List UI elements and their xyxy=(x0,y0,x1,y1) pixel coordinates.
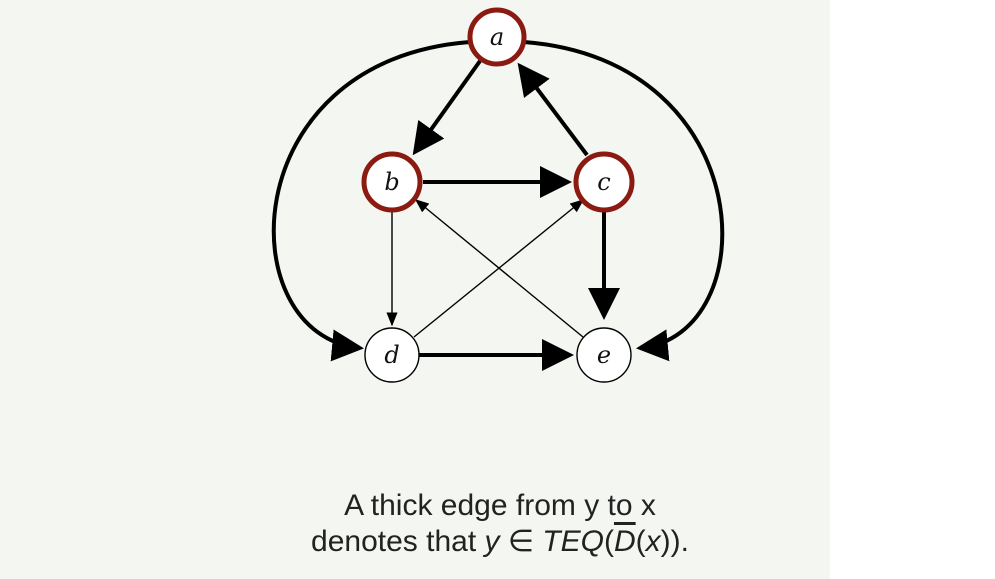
slide-background xyxy=(0,0,830,579)
caption-prefix: denotes that xyxy=(311,525,485,558)
caption-d-bar: D xyxy=(613,525,636,558)
edge-a-to-e xyxy=(523,40,725,362)
caption-paren-x-open: ( xyxy=(635,525,646,558)
caption: A thick edge from y to x denotes that y … xyxy=(0,488,995,560)
node-d-label: d xyxy=(384,341,399,369)
node-c: c xyxy=(573,151,635,213)
node-a: a xyxy=(467,7,527,67)
node-d: d xyxy=(364,327,420,383)
caption-line-2: denotes that y ∈ TEQ(D(x)). xyxy=(0,524,995,560)
node-b: b xyxy=(361,151,423,213)
edge-a-to-b xyxy=(412,59,482,156)
node-e-label: e xyxy=(597,341,611,369)
caption-teq: TEQ xyxy=(542,525,604,558)
edge-a-to-d xyxy=(271,40,471,362)
node-c-label: c xyxy=(597,168,610,196)
caption-close: )). xyxy=(660,525,689,558)
node-b-label: b xyxy=(384,168,399,196)
node-a-label: a xyxy=(490,23,504,51)
edge-e-to-b xyxy=(414,199,584,338)
node-e: e xyxy=(576,327,632,383)
edge-c-to-a xyxy=(517,62,589,157)
caption-var-y: y xyxy=(484,525,500,558)
caption-paren-open: ( xyxy=(603,525,614,558)
caption-var-x: x xyxy=(645,525,661,558)
caption-element-of: ∈ xyxy=(499,525,543,558)
caption-line-1: A thick edge from y to x xyxy=(344,489,656,522)
